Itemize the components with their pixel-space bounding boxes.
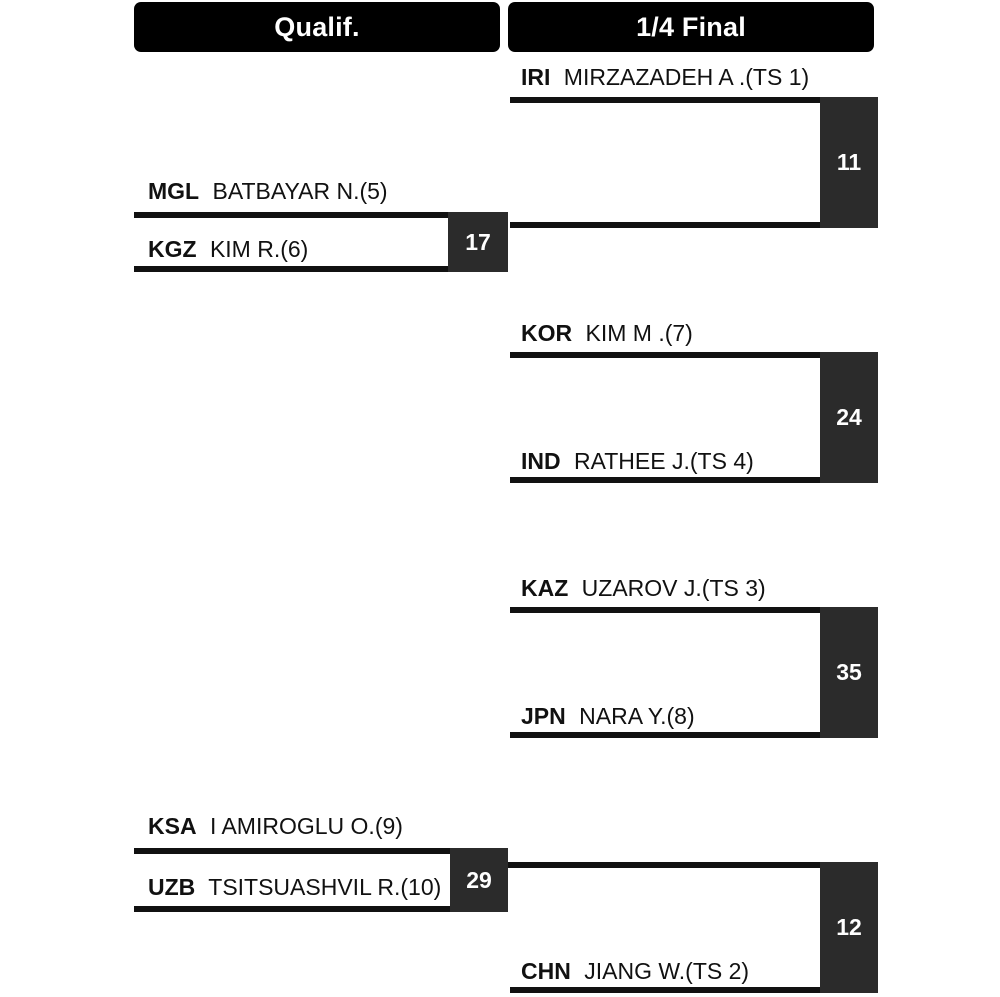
- match-quarter-24[interactable]: 24: [510, 352, 878, 483]
- match-number-label: 35: [836, 659, 862, 685]
- player-name: KIM R.(6): [209, 236, 309, 262]
- match-rail-top: [510, 97, 820, 103]
- match-qualif-29[interactable]: 29: [134, 848, 508, 912]
- player-country-code: KGZ: [148, 236, 197, 262]
- player-country-code: JPN: [521, 703, 566, 729]
- match-number-24[interactable]: 24: [820, 352, 878, 483]
- match-rail-bottom: [134, 906, 450, 912]
- match-rail-top: [510, 352, 820, 358]
- match-rail-bottom: [510, 987, 820, 993]
- match-rail-bottom: [510, 222, 820, 228]
- match-rail-bottom: [510, 477, 820, 483]
- player-country-code: IND: [521, 448, 561, 474]
- match-rail-top: [510, 862, 820, 868]
- round-header-qualif: Qualif.: [134, 2, 500, 52]
- player-name: BATBAYAR N.(5): [212, 178, 388, 204]
- player-name: RATHEE J.(TS 4): [574, 448, 754, 474]
- player-name: NARA Y.(8): [579, 703, 695, 729]
- match-rail-bottom: [510, 732, 820, 738]
- player-label-mgl-batbayar: MGL BATBAYAR N.(5): [148, 180, 388, 203]
- match-number-label: 29: [466, 866, 492, 893]
- match-rail-top: [134, 848, 450, 854]
- player-label-jpn-nara: JPN NARA Y.(8): [521, 705, 695, 728]
- player-country-code: CHN: [521, 958, 571, 984]
- player-name: KIM M .(7): [585, 320, 693, 346]
- match-number-12[interactable]: 12: [820, 862, 878, 993]
- player-label-kor-kim: KOR KIM M .(7): [521, 322, 693, 345]
- match-quarter-12[interactable]: 12: [510, 862, 878, 993]
- match-number-label: 11: [836, 149, 862, 175]
- player-name: MIRZAZADEH A .(TS 1): [563, 64, 810, 90]
- match-number-label: 24: [836, 404, 862, 430]
- match-number-label: 12: [836, 914, 862, 940]
- match-number-11[interactable]: 11: [820, 97, 878, 228]
- match-rail-top: [134, 212, 448, 218]
- player-name: TSITSUASHVIL R.(10): [208, 874, 442, 900]
- match-qualif-17[interactable]: 17: [134, 212, 508, 272]
- match-number-label: 17: [465, 228, 491, 255]
- player-name: I AMIROGLU O.(9): [209, 813, 403, 839]
- player-country-code: MGL: [148, 178, 200, 204]
- player-country-code: KAZ: [521, 575, 569, 601]
- round-header-quarter: 1/4 Final: [508, 2, 874, 52]
- player-label-ksa-iamiroglu: KSA I AMIROGLU O.(9): [148, 815, 403, 838]
- player-country-code: KSA: [148, 813, 197, 839]
- player-label-chn-jiang: CHN JIANG W.(TS 2): [521, 960, 749, 983]
- player-name: JIANG W.(TS 2): [584, 958, 750, 984]
- player-name: UZAROV J.(TS 3): [581, 575, 766, 601]
- match-number-17[interactable]: 17: [448, 212, 508, 272]
- match-quarter-11[interactable]: 11: [510, 97, 878, 228]
- match-number-35[interactable]: 35: [820, 607, 878, 738]
- player-label-ind-rathee: IND RATHEE J.(TS 4): [521, 450, 754, 473]
- player-country-code: UZB: [148, 874, 196, 900]
- match-rail-top: [510, 607, 820, 613]
- player-label-kgz-kim: KGZ KIM R.(6): [148, 238, 308, 261]
- player-label-kaz-uzarov: KAZ UZAROV J.(TS 3): [521, 577, 766, 600]
- match-quarter-35[interactable]: 35: [510, 607, 878, 738]
- player-country-code: KOR: [521, 320, 573, 346]
- player-label-uzb-tsitsuashvil: UZB TSITSUASHVIL R.(10): [148, 876, 441, 899]
- player-country-code: IRI: [521, 64, 551, 90]
- player-label-iri-mirzazadeh: IRI MIRZAZADEH A .(TS 1): [521, 66, 809, 89]
- match-number-29[interactable]: 29: [450, 848, 508, 912]
- match-rail-bottom: [134, 266, 448, 272]
